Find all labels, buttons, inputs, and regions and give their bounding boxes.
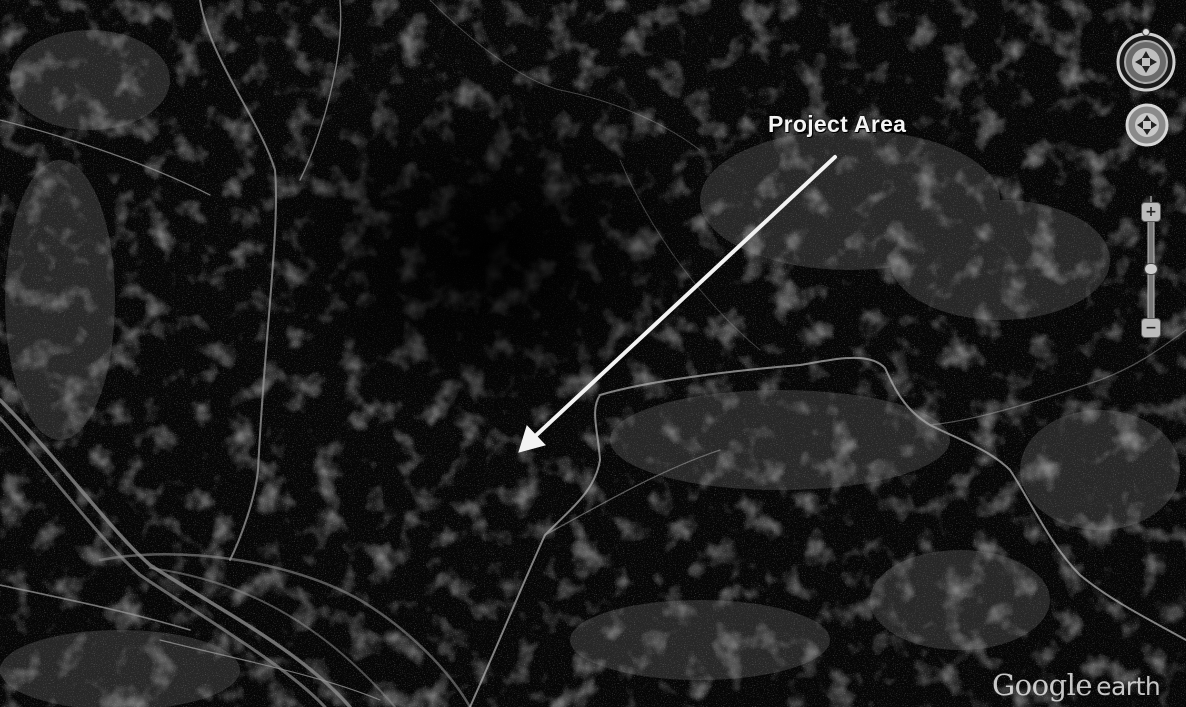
zoom-slider-thumb[interactable] [1144,263,1158,275]
watermark-brand: Google [992,668,1093,702]
compass-ring-icon[interactable] [1114,28,1178,92]
project-area-label: Project Area [768,111,907,137]
terrain-patches [0,30,1180,707]
local-roads [0,0,381,701]
watermark-product: earth [1096,672,1161,701]
zoom-in-button[interactable]: + [1141,202,1161,222]
pointer-arrow [518,155,837,453]
zoom-out-button[interactable]: − [1141,318,1161,338]
ridge-lines [429,0,1186,707]
look-joystick-icon[interactable] [1124,102,1170,148]
